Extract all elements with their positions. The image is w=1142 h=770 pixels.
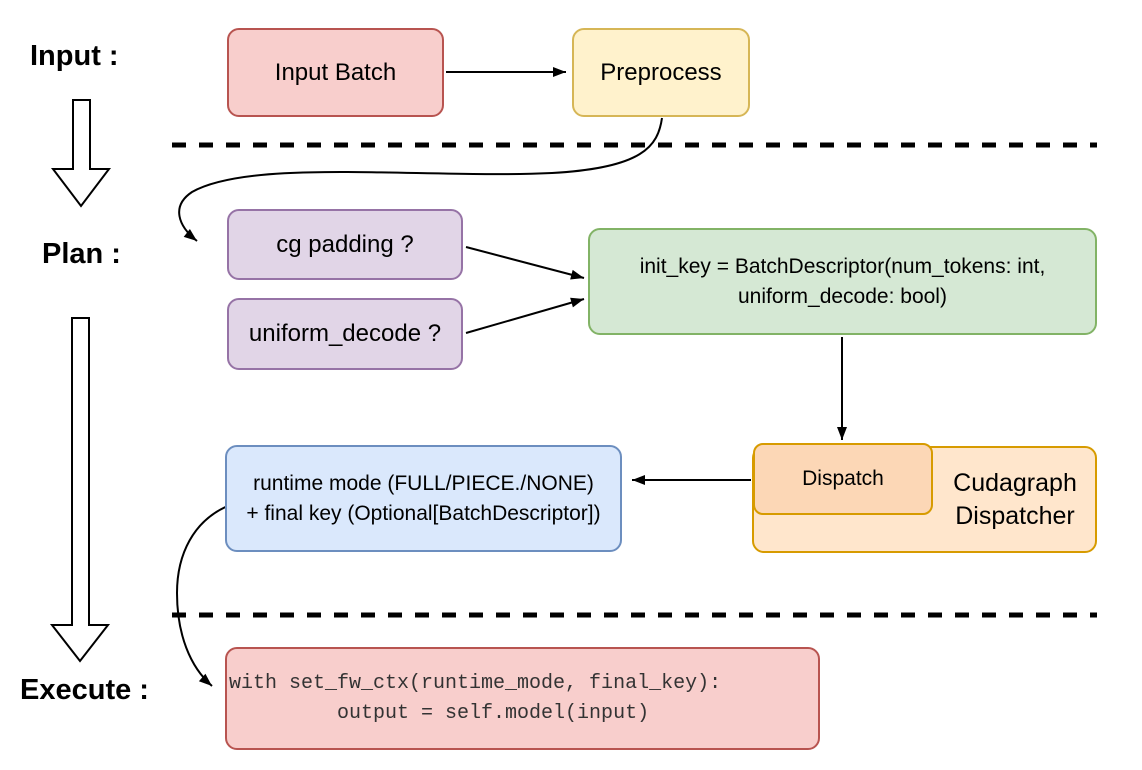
node-input-batch: Input Batch	[227, 28, 444, 117]
arrow-preprocess-to-cg-padding	[178, 117, 663, 242]
arrow-runtime-mode-to-execute-code	[175, 504, 231, 687]
node-uniform-decode: uniform_decode ?	[227, 298, 463, 370]
node-preprocess: Preprocess	[572, 28, 750, 117]
arrow-uniform-decode-to-init-key	[465, 297, 585, 334]
section-label-execute: Execute :	[20, 674, 149, 706]
input-flow-arrow	[50, 99, 112, 208]
node-execute-code: with set_fw_ctx(runtime_mode, final_key)…	[225, 647, 820, 750]
cudagraph-dispatcher-label: Cudagraph Dispatcher	[953, 468, 1077, 530]
node-cg-padding: cg padding ?	[227, 209, 463, 280]
node-dispatch: Dispatch	[753, 443, 933, 515]
section-label-input: Input :	[30, 40, 119, 72]
node-runtime-mode-final-key: runtime mode (FULL/PIECE./NONE) + final …	[225, 445, 622, 552]
section-label-plan: Plan :	[42, 238, 121, 270]
node-init-key-batch-descriptor: init_key = BatchDescriptor(num_tokens: i…	[588, 228, 1097, 335]
plan-flow-arrow	[49, 317, 111, 663]
arrow-cg-padding-to-init-key	[465, 246, 585, 280]
